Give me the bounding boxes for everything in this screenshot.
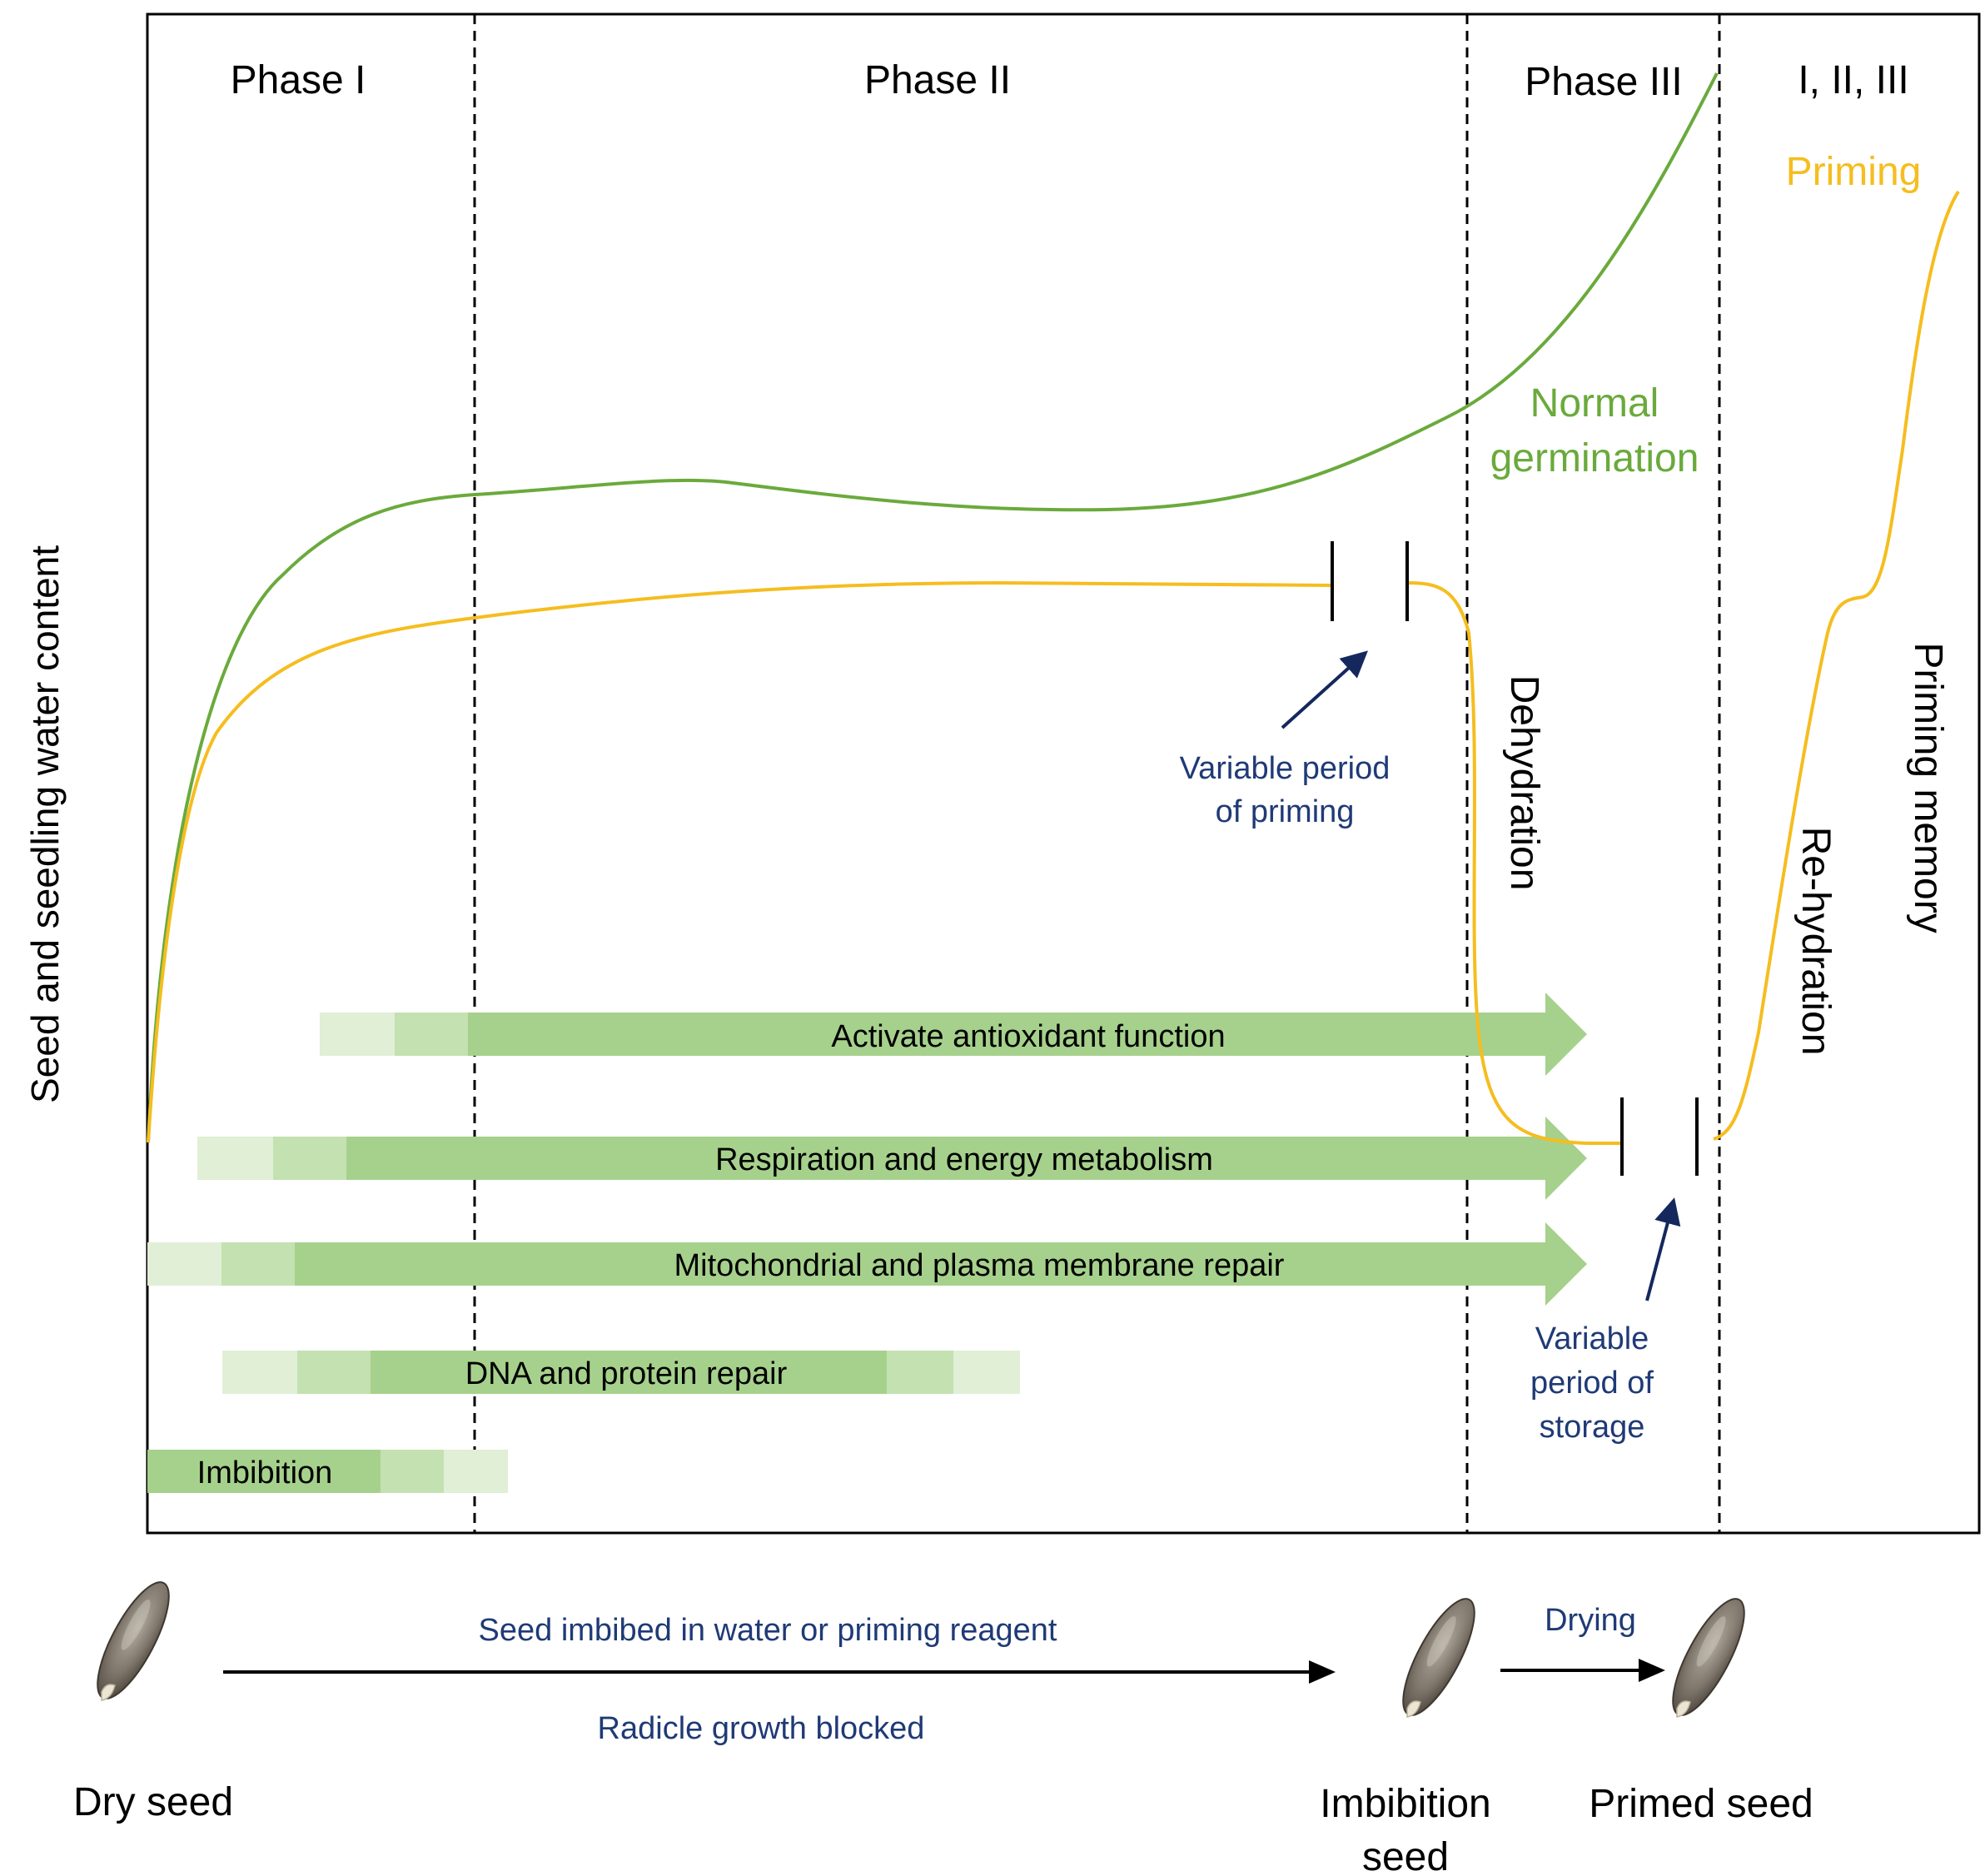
normal-germination-label-2: germination [1490,436,1699,480]
imbibition-bar-label: Imbibition [197,1456,333,1490]
drying-text: Drying [1545,1603,1636,1638]
priming-label: Priming [1786,150,1922,194]
phase-all-label: I, II, III [1798,58,1908,102]
bar-mitochondrial: Mitochondrial and plasma membrane repair [147,1222,1587,1306]
bar-respiration: Respiration and energy metabolism [197,1117,1587,1200]
imbibe-arrow-head [1309,1660,1336,1684]
radicle-text: Radicle growth blocked [598,1711,925,1746]
bar-antioxidant: Activate antioxidant function [320,993,1587,1076]
imbibed-text: Seed imbibed in water or priming reagent [479,1613,1057,1648]
var-storage-1: Variable [1535,1321,1649,1356]
priming-memory-label: Priming memory [1906,642,1950,933]
y-axis-label: Seed and seedling water content [23,545,67,1103]
priming-curve [147,580,1333,1143]
dry-seed-image [83,1572,183,1709]
imbibition-seed-label-1: Imbibition [1320,1782,1490,1826]
storage-period-arrow [1645,1197,1681,1301]
rehydration-label: Re-hydration [1793,827,1838,1056]
imbibition-seed-label-2: seed [1362,1835,1449,1876]
imbibition-seed-image [1389,1589,1489,1725]
var-priming-2: of priming [1216,794,1355,829]
phase-3-label: Phase III [1525,60,1682,104]
primed-seed-label: Primed seed [1589,1782,1813,1826]
normal-germination-label-1: Normal [1530,381,1659,425]
dna-label: DNA and protein repair [465,1356,788,1391]
rehydration-curve [1713,190,1960,1141]
drying-arrow-head [1639,1659,1665,1682]
bar-imbibition: Imbibition [147,1450,508,1493]
var-storage-2: period of [1530,1366,1654,1401]
dry-seed-label: Dry seed [73,1780,233,1824]
dehydration-curve [1406,581,1622,1145]
respiration-label: Respiration and energy metabolism [715,1142,1213,1177]
priming-period-arrow [1281,650,1368,729]
dehydration-label: Dehydration [1502,675,1546,891]
antioxidant-label: Activate antioxidant function [831,1019,1225,1054]
var-storage-3: storage [1540,1410,1645,1445]
diagram-frame [146,12,1981,1535]
normal-germination-curve [147,72,1719,1143]
var-priming-1: Variable period [1180,751,1390,786]
mito-label: Mitochondrial and plasma membrane repair [674,1248,1285,1283]
phase-1-label: Phase I [231,58,366,102]
bar-dna: DNA and protein repair [222,1351,1020,1394]
primed-seed-image [1659,1589,1759,1725]
phase-2-label: Phase II [864,58,1011,102]
